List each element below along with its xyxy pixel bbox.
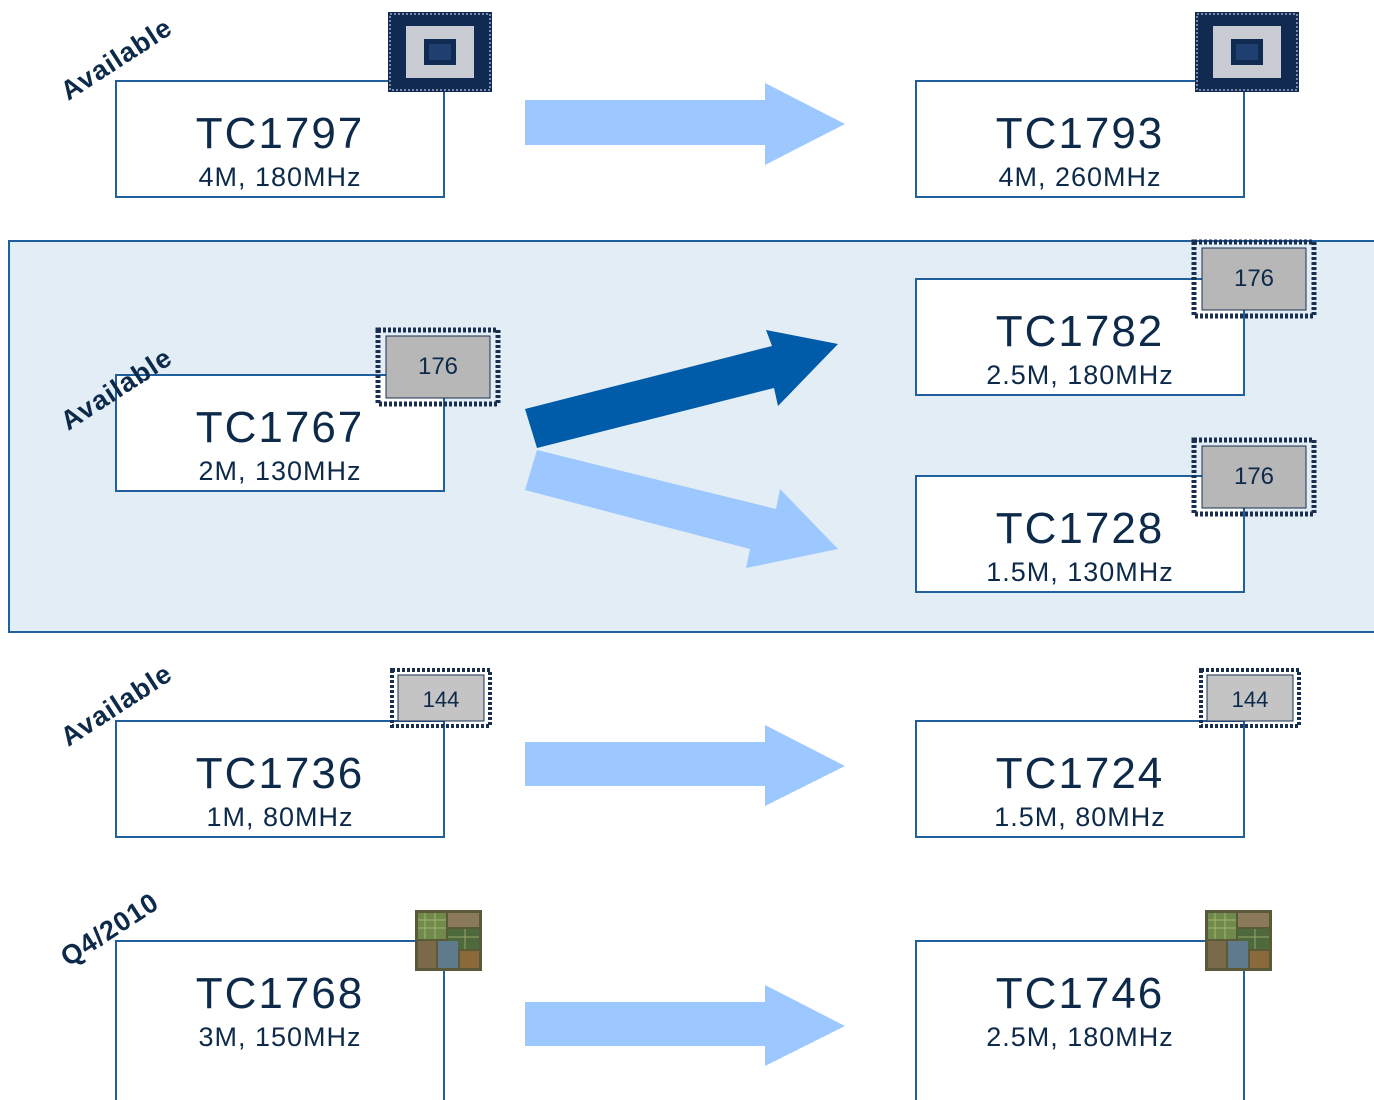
pin-count-label: 176 — [1234, 463, 1274, 490]
device-name: TC1767 — [195, 403, 365, 452]
pin-count-label: 176 — [418, 353, 458, 380]
device-spec: 3M, 150MHz — [198, 1022, 362, 1052]
device-name: TC1797 — [195, 109, 365, 158]
arrow-right-icon — [525, 725, 845, 806]
arrow-down-right-icon — [525, 450, 838, 568]
device-box-tc1768: TC1768 3M, 150MHz — [115, 940, 445, 1100]
qfp-grey-package-icon: 144 — [390, 668, 492, 728]
device-name: TC1782 — [995, 307, 1165, 356]
device-name: TC1793 — [995, 109, 1165, 158]
device-spec: 4M, 260MHz — [998, 162, 1162, 192]
device-box-tc1782: TC1782 2.5M, 180MHz — [915, 278, 1245, 396]
device-box-tc1728: TC1728 1.5M, 130MHz — [915, 475, 1245, 593]
arrow-up-right-icon — [525, 330, 838, 448]
qfp-dark-package-icon — [1195, 12, 1299, 92]
device-spec: 4M, 180MHz — [198, 162, 362, 192]
device-name: TC1736 — [195, 749, 365, 798]
device-spec: 1M, 80MHz — [206, 802, 354, 832]
pin-count-label: 144 — [423, 687, 460, 712]
device-name: TC1724 — [995, 749, 1165, 798]
pin-count-label: 144 — [1232, 687, 1269, 712]
device-box-tc1736: TC1736 1M, 80MHz — [115, 720, 445, 838]
qfp-grey-package-icon: 144 — [1199, 668, 1301, 728]
device-spec: 1.5M, 130MHz — [986, 557, 1174, 587]
device-name: TC1768 — [195, 969, 365, 1018]
device-spec: 2.5M, 180MHz — [986, 360, 1174, 390]
die-photo-icon — [1205, 910, 1272, 971]
arrow-right-icon — [525, 985, 845, 1066]
qfp-grey-package-icon: 176 — [1191, 239, 1317, 319]
qfp-grey-package-icon: 176 — [1191, 437, 1317, 517]
qfp-dark-package-icon — [388, 12, 492, 92]
arrow-right-icon — [525, 83, 845, 165]
device-name: TC1728 — [995, 504, 1165, 553]
device-box-tc1746: TC1746 2.5M, 180MHz — [915, 940, 1245, 1100]
qfp-grey-package-icon: 176 — [375, 327, 501, 407]
device-name: TC1746 — [995, 969, 1165, 1018]
device-spec: 2.5M, 180MHz — [986, 1022, 1174, 1052]
pin-count-label: 176 — [1234, 265, 1274, 292]
device-box-tc1724: TC1724 1.5M, 80MHz — [915, 720, 1245, 838]
device-box-tc1797: TC1797 4M, 180MHz — [115, 80, 445, 198]
die-photo-icon — [415, 910, 482, 971]
device-box-tc1793: TC1793 4M, 260MHz — [915, 80, 1245, 198]
device-spec: 1.5M, 80MHz — [994, 802, 1166, 832]
device-box-tc1767: TC1767 2M, 130MHz — [115, 374, 445, 492]
device-spec: 2M, 130MHz — [198, 456, 362, 486]
